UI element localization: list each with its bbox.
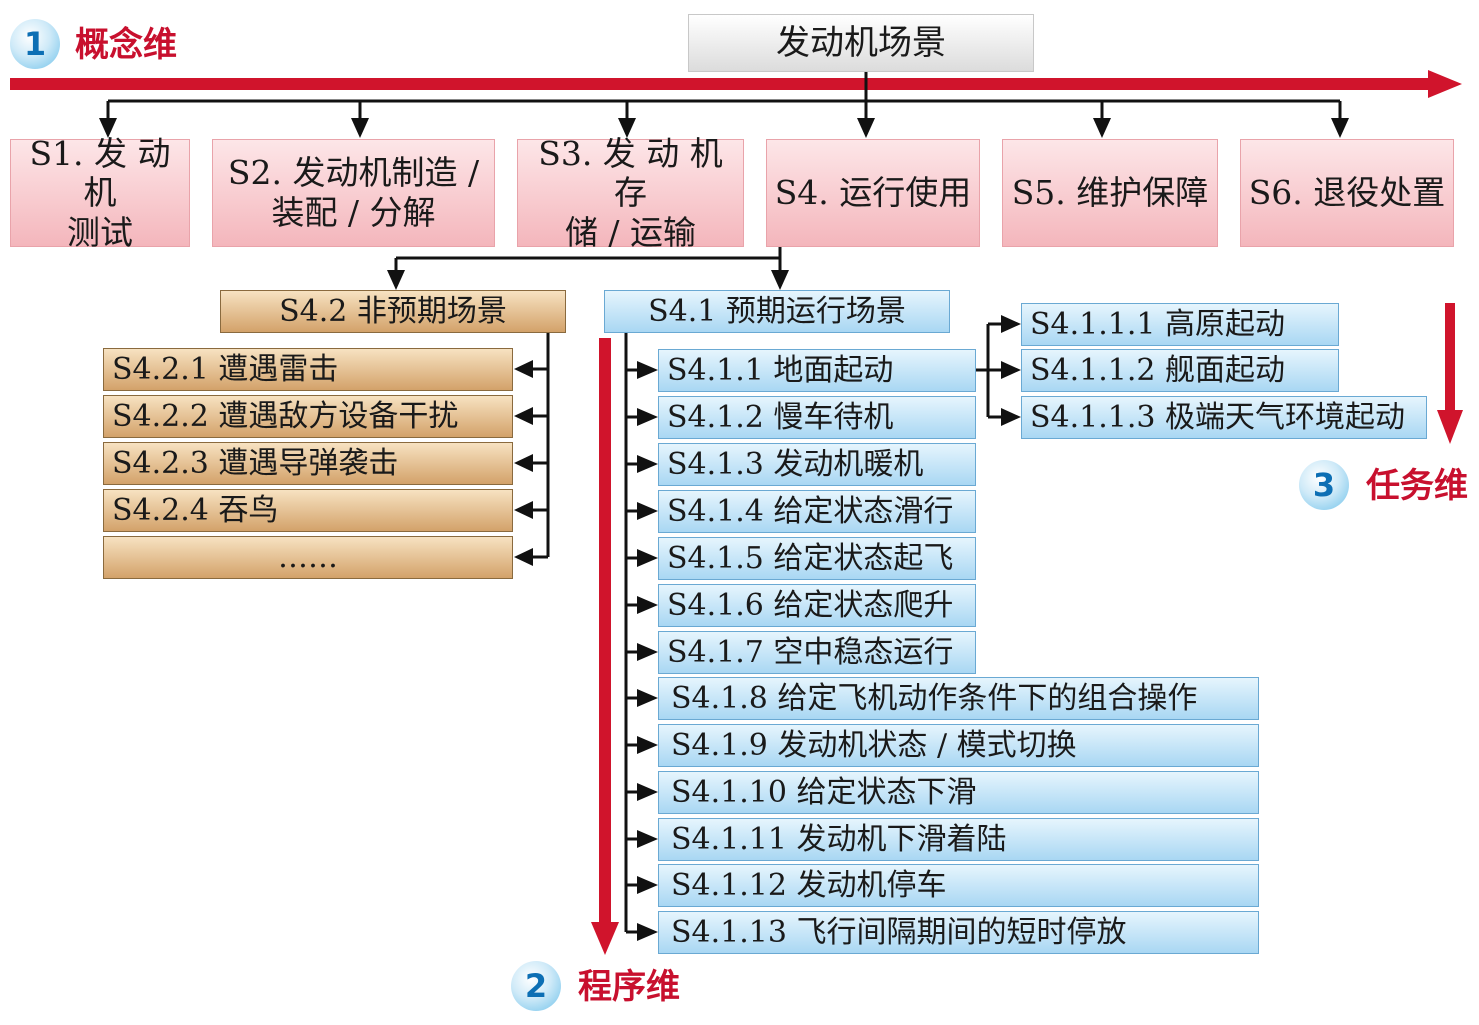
expected-item: S4.1.1 地面起动 [658,349,976,392]
expected-title: S4.1 预期运行场景 [604,290,950,333]
stage-s3: S3. 发 动 机 存储 / 运输 [517,134,744,252]
procedure-axis-badge: 2 [511,961,561,1011]
stage-s5-line1: S5. 维护保障 [1011,173,1209,213]
unexpected-item: S4.2.3 遭遇导弹袭击 [103,442,513,485]
stage-s3-line2: 储 / 运输 [564,212,697,252]
stage-arrows [99,101,1349,138]
expected-item: S4.1.6 给定状态爬升 [658,584,976,627]
ground-start-item: S4.1.1.2 舰面起动 [1021,349,1339,392]
expected-item: S4.1.12 发动机停车 [658,864,1259,907]
expected-item: S4.1.3 发动机暖机 [658,443,976,486]
expected-item: S4.1.2 慢车待机 [658,396,976,439]
task-axis-badge: 3 [1299,460,1349,510]
expected-item: S4.1.11 发动机下滑着陆 [658,818,1259,861]
stage-s2: S2. 发动机制造 /装配 / 分解 [212,139,495,247]
stage-s4-line1: S4. 运行使用 [774,173,972,213]
concept-axis-label: 概念维 [75,25,177,65]
stage-s1: S1. 发 动 机测试 [10,134,190,252]
expected-item: S4.1.8 给定飞机动作条件下的组合操作 [658,677,1259,720]
task-axis-label: 任务维 [1366,466,1468,506]
stage-s1-line2: 测试 [67,212,133,252]
unexpected-connectors [514,333,550,566]
unexpected-item-ellipsis: …… [103,536,513,579]
stage-s6: S6. 退役处置 [1240,139,1454,247]
expected-item: S4.1.4 给定状态滑行 [658,490,976,533]
root-node: 发动机场景 [688,14,1034,72]
stage-s2-line2: 装配 / 分解 [271,193,436,232]
expected-item: S4.1.9 发动机状态 / 模式切换 [658,724,1259,767]
s4-split-connectors [387,247,789,290]
stage-s2-line1: S2. 发动机制造 / [227,153,480,193]
expected-item: S4.1.7 空中稳态运行 [658,631,976,674]
stage-s6-line1: S6. 退役处置 [1248,173,1446,213]
stage-s1-line1: S1. 发 动 机 [29,133,171,213]
unexpected-title: S4.2 非预期场景 [220,290,566,333]
concept-axis-badge: 1 [10,19,60,69]
expected-item: S4.1.13 飞行间隔期间的短时停放 [658,911,1259,954]
expected-item: S4.1.10 给定状态下滑 [658,771,1259,814]
ground-start-item: S4.1.1.3 极端天气环境起动 [1021,396,1427,439]
unexpected-item: S4.2.4 吞鸟 [103,489,513,532]
concept-axis-arrow [10,70,1462,98]
stage-s5: S5. 维护保障 [1002,139,1218,247]
procedure-axis-label: 程序维 [578,967,680,1007]
root-connectors [108,72,1340,103]
procedure-axis-arrow [591,338,619,955]
stage-s4: S4. 运行使用 [766,139,980,247]
unexpected-item: S4.2.2 遭遇敌方设备干扰 [103,395,513,438]
ground-start-item: S4.1.1.1 高原起动 [1021,303,1339,346]
expected-connectors [624,333,658,941]
unexpected-item: S4.2.1 遭遇雷击 [103,348,513,391]
stage-s3-line1: S3. 发 动 机 存 [538,133,723,213]
ground-start-connectors [976,315,1021,426]
task-axis-arrow [1437,303,1463,444]
expected-item: S4.1.5 给定状态起飞 [658,537,976,580]
